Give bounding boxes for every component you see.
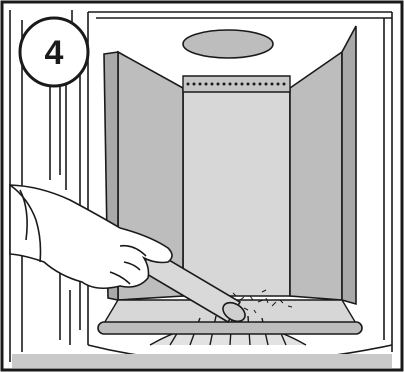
step-number: 4 <box>45 34 64 72</box>
step-badge: 4 <box>20 18 88 86</box>
front-rail <box>98 322 362 334</box>
firebox-back-wall <box>183 88 290 296</box>
bottom-strip <box>12 354 392 368</box>
firebox-right-outer-panel <box>342 26 356 304</box>
flue-opening <box>183 30 273 58</box>
firebox-right-panel <box>290 52 342 300</box>
